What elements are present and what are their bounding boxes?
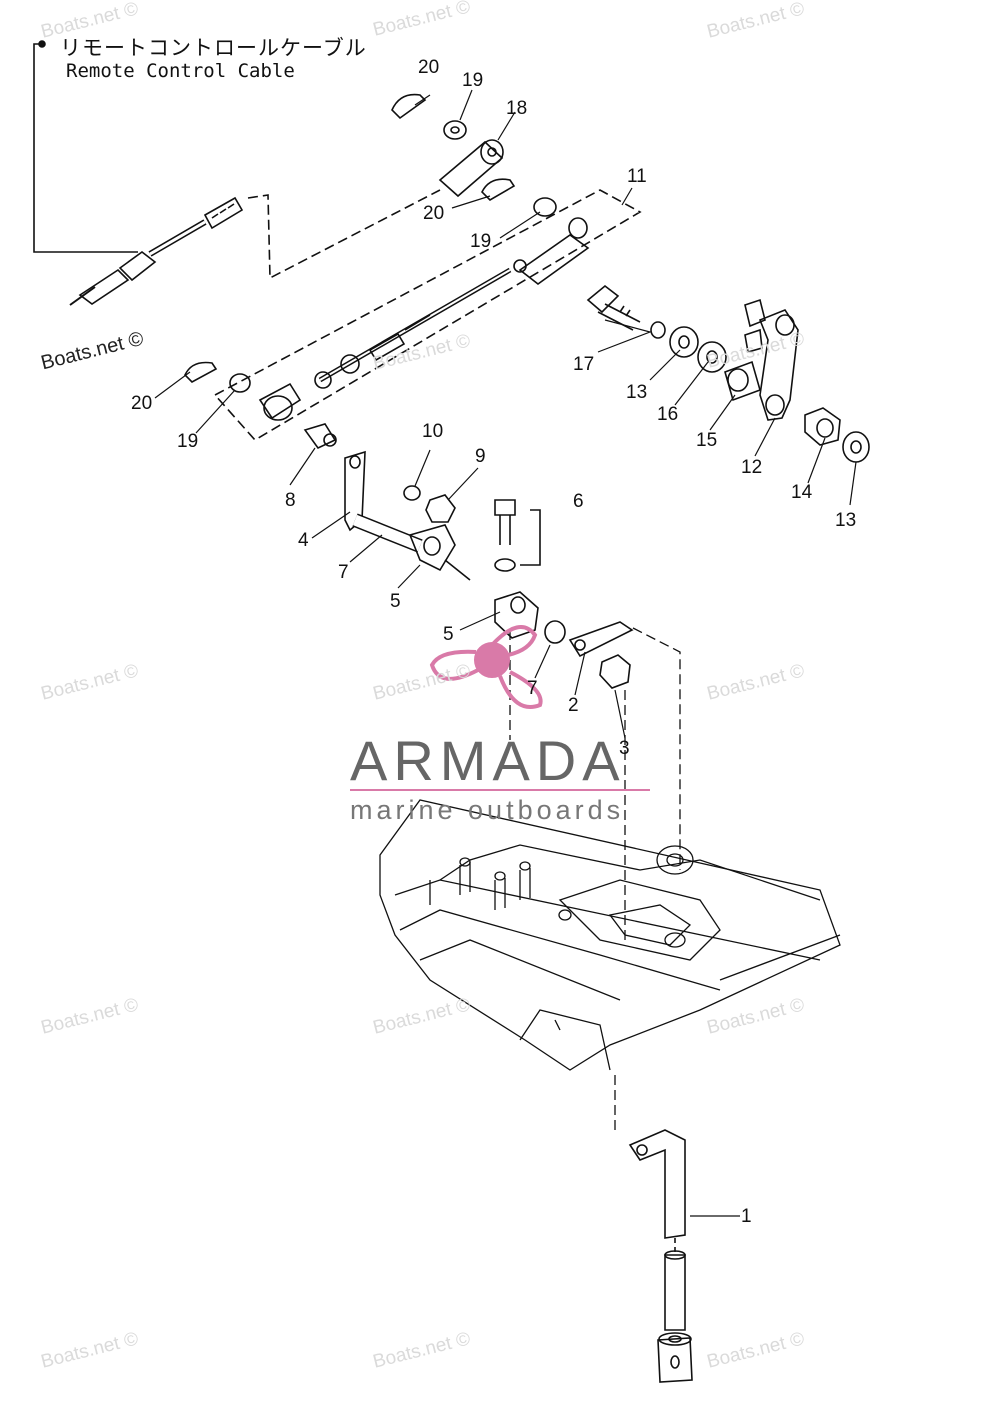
engine-lower-housing	[379, 799, 841, 1071]
callout-17: 17	[573, 354, 595, 375]
shaft-7	[352, 513, 471, 581]
callout-10: 10	[422, 421, 444, 442]
pin-8	[303, 423, 337, 450]
callout-7-upper: 7	[338, 562, 349, 583]
callout-5-lower: 5	[443, 624, 454, 645]
leader-lines	[154, 89, 857, 1217]
cable-title-jp: リモートコントロールケーブル	[60, 36, 367, 60]
nut-3	[599, 654, 631, 689]
callout-5-upper: 5	[390, 591, 401, 612]
callout-19-mid: 19	[470, 231, 492, 252]
callout-20-left: 20	[131, 393, 153, 414]
bracket-5-lower	[494, 591, 539, 639]
callout-20-top: 20	[418, 57, 440, 78]
shift-rod-assembly	[314, 217, 590, 389]
callout-7-lower: 7	[527, 678, 538, 699]
joint-18	[438, 139, 504, 198]
callout-13-b: 13	[835, 510, 857, 531]
washer-16	[697, 341, 727, 373]
clip-20-mid	[481, 178, 516, 202]
callout-16: 16	[657, 404, 679, 425]
callout-9: 9	[475, 446, 486, 467]
callout-4: 4	[298, 530, 309, 551]
lever-12	[744, 298, 799, 421]
armada-propeller-icon	[429, 625, 543, 709]
cable-leader-line	[33, 43, 138, 253]
nut-9	[425, 494, 456, 523]
cable-title-en: Remote Control Cable	[66, 60, 295, 82]
washer-13c	[842, 431, 870, 463]
callout-19-left: 19	[177, 431, 199, 452]
washer-10	[403, 485, 421, 501]
callout-6: 6	[573, 491, 584, 512]
callout-12: 12	[741, 457, 763, 478]
callout-19-top: 19	[462, 70, 484, 91]
washer-19-mid	[533, 197, 557, 217]
callout-14: 14	[791, 482, 813, 503]
box-11	[213, 189, 642, 442]
washer-13b	[669, 326, 699, 358]
callout-11: 11	[627, 166, 647, 187]
callout-2: 2	[568, 695, 579, 716]
leader-6	[520, 509, 541, 566]
washer-19-top	[443, 120, 467, 140]
callout-8: 8	[285, 490, 296, 511]
callout-20-mid: 20	[423, 203, 445, 224]
remote-control-cable	[69, 196, 244, 306]
callout-1: 1	[741, 1206, 752, 1227]
armada-logo-text: ARMADA	[350, 729, 626, 792]
washer-7-lower	[544, 620, 566, 644]
callout-15: 15	[696, 430, 718, 451]
bolt-6	[494, 499, 516, 572]
callout-13-a: 13	[626, 382, 648, 403]
clip-20-top	[391, 93, 427, 120]
callout-18: 18	[506, 98, 528, 119]
cable-dash-path	[247, 189, 441, 280]
shift-shaft-1	[628, 1129, 693, 1383]
washer-13a	[650, 321, 666, 339]
armada-logo-tagline: marine outboards	[350, 795, 625, 825]
assembly-dash-lines	[509, 627, 681, 1130]
nut-14	[804, 407, 841, 446]
clip-20-left	[184, 361, 218, 383]
callout-3: 3	[619, 738, 630, 759]
joint-left	[258, 382, 302, 421]
link-2	[568, 621, 634, 658]
washer-19-left	[229, 373, 251, 393]
bolt-17	[586, 284, 641, 331]
